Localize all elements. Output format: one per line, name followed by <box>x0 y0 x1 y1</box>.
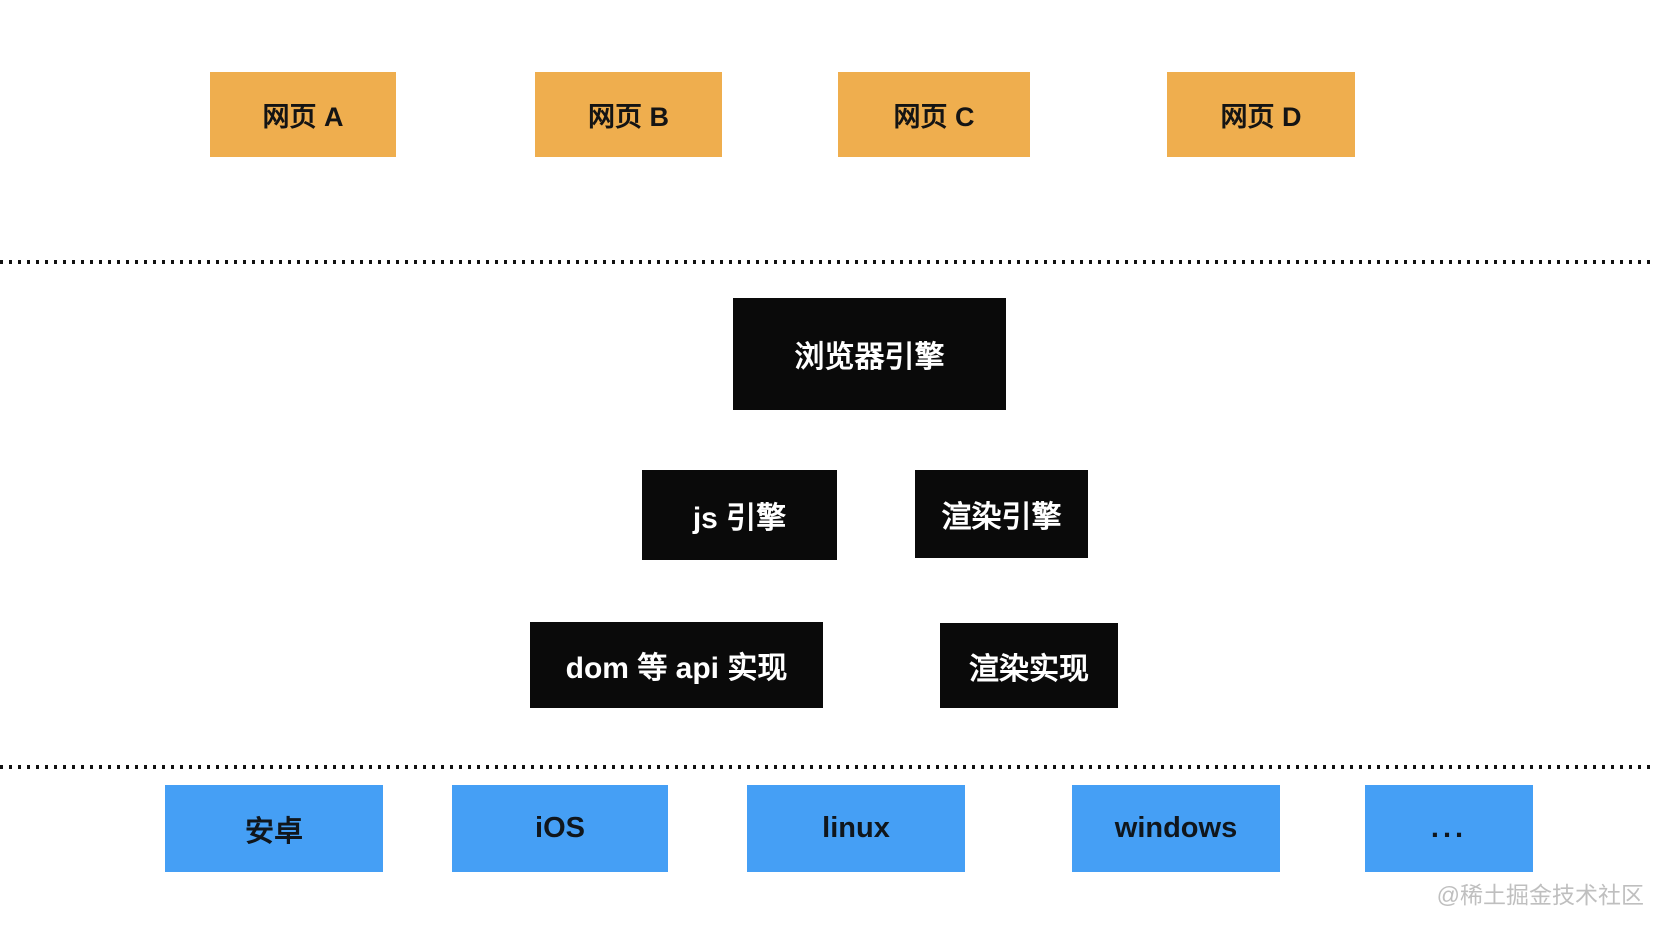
platform-linux-label: linux <box>822 812 890 844</box>
platform-ios-box: iOS <box>452 785 668 872</box>
webpage-d-label: 网页 D <box>1220 102 1302 132</box>
platform-windows-box: windows <box>1072 785 1280 872</box>
platform-windows-label: windows <box>1114 812 1238 844</box>
webpage-c-label: 网页 C <box>893 102 975 132</box>
render-implementation-label: 渲染实现 <box>969 652 1089 686</box>
dom-api-implementation-label: dom 等 api 实现 <box>565 652 788 685</box>
browser-engine-box: 浏览器引擎 <box>733 298 1006 410</box>
render-implementation-box: 渲染实现 <box>940 623 1118 708</box>
dom-api-implementation-box: dom 等 api 实现 <box>530 622 823 708</box>
js-engine-label: js 引擎 <box>692 502 787 535</box>
platform-ios-label: iOS <box>535 812 585 844</box>
platform-linux-box: linux <box>747 785 965 872</box>
render-engine-label: 渲染引擎 <box>941 501 1062 534</box>
platform-more-box: ... <box>1365 785 1533 872</box>
webpage-a-box: 网页 A <box>210 72 396 157</box>
webpage-b-box: 网页 B <box>535 72 722 157</box>
webpage-c-box: 网页 C <box>838 72 1030 157</box>
webpage-d-box: 网页 D <box>1167 72 1355 157</box>
browser-engine-label: 浏览器引擎 <box>794 341 945 374</box>
render-engine-box: 渲染引擎 <box>915 470 1088 558</box>
watermark: @稀土掘金技术社区 <box>1436 882 1644 908</box>
dotted-divider-bottom <box>0 765 1656 769</box>
dotted-divider-top <box>0 260 1656 264</box>
webpage-b-label: 网页 B <box>588 102 669 132</box>
platform-android-box: 安卓 <box>165 785 383 872</box>
platform-more-label: ... <box>1430 812 1468 844</box>
platform-android-label: 安卓 <box>244 815 303 848</box>
js-engine-box: js 引擎 <box>642 470 837 560</box>
webpage-a-label: 网页 A <box>262 102 344 132</box>
